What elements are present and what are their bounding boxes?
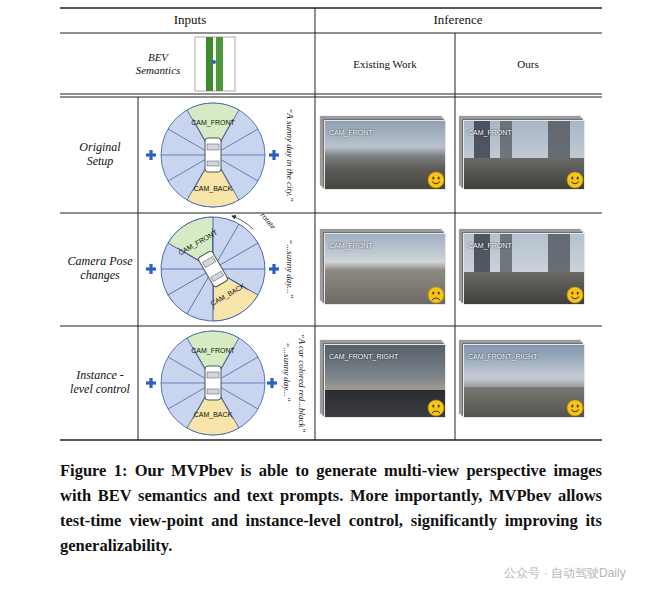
row-label: Camera Pose changes	[65, 255, 135, 283]
generated-image: CAM_FRONT_RIGHT	[324, 344, 446, 418]
text-prompt: “A sunny day in the city.”	[285, 108, 295, 201]
bev-map	[195, 37, 235, 91]
generated-image: CAM_FRONT_RIGHT	[463, 344, 585, 418]
column-header: Ours	[517, 58, 538, 71]
happy-face	[567, 400, 583, 416]
rotate-arrow	[232, 216, 253, 229]
camera-name: CAM_FRONT	[464, 240, 516, 251]
text-prompt: “...sunny day...”	[282, 342, 292, 401]
row-header: BEV Semantics	[127, 51, 189, 76]
happy-face	[428, 172, 444, 188]
camera-rig	[161, 331, 265, 435]
camera-name: CAM_FRONT	[325, 240, 377, 251]
generated-image: CAM_FRONT	[463, 233, 585, 305]
column-header: Existing Work	[353, 58, 416, 71]
camera-name: CAM_FRONT_RIGHT	[325, 351, 402, 362]
generated-image: CAM_FRONT	[324, 120, 446, 190]
sad-face	[428, 287, 444, 303]
watermark: 公众号 · 自动驾驶Daily	[504, 567, 625, 581]
row-label: Original Setup	[65, 141, 135, 169]
camera-label: CAM_BACK	[194, 411, 233, 419]
camera-label: CAM_FRONT	[191, 119, 235, 127]
camera-label: CAM_FRONT	[191, 347, 235, 355]
rotate-label: rotate	[258, 211, 277, 231]
sad-face	[428, 400, 444, 416]
text-prompt: “A car colored red...black”	[297, 333, 307, 432]
column-header: Inputs	[174, 13, 207, 28]
row-label: Instance -level control	[69, 369, 131, 397]
table-rules	[60, 8, 602, 440]
camera-label: CAM_BACK	[194, 185, 233, 193]
text-prompt: “...sunny day...”	[285, 239, 295, 298]
camera-name: CAM_FRONT_RIGHT	[464, 351, 541, 362]
camera-name: CAM_FRONT	[325, 127, 377, 138]
generated-image: CAM_FRONT	[463, 120, 585, 190]
camera-name: CAM_FRONT	[464, 127, 516, 138]
figure-caption: Figure 1: Our MVPbev is able to generate…	[60, 458, 602, 558]
column-header: Inference	[433, 13, 482, 28]
happy-face	[567, 287, 583, 303]
camera-rig	[142, 198, 284, 340]
happy-face	[567, 172, 583, 188]
camera-rig	[161, 103, 265, 207]
generated-image: CAM_FRONT	[324, 233, 446, 305]
